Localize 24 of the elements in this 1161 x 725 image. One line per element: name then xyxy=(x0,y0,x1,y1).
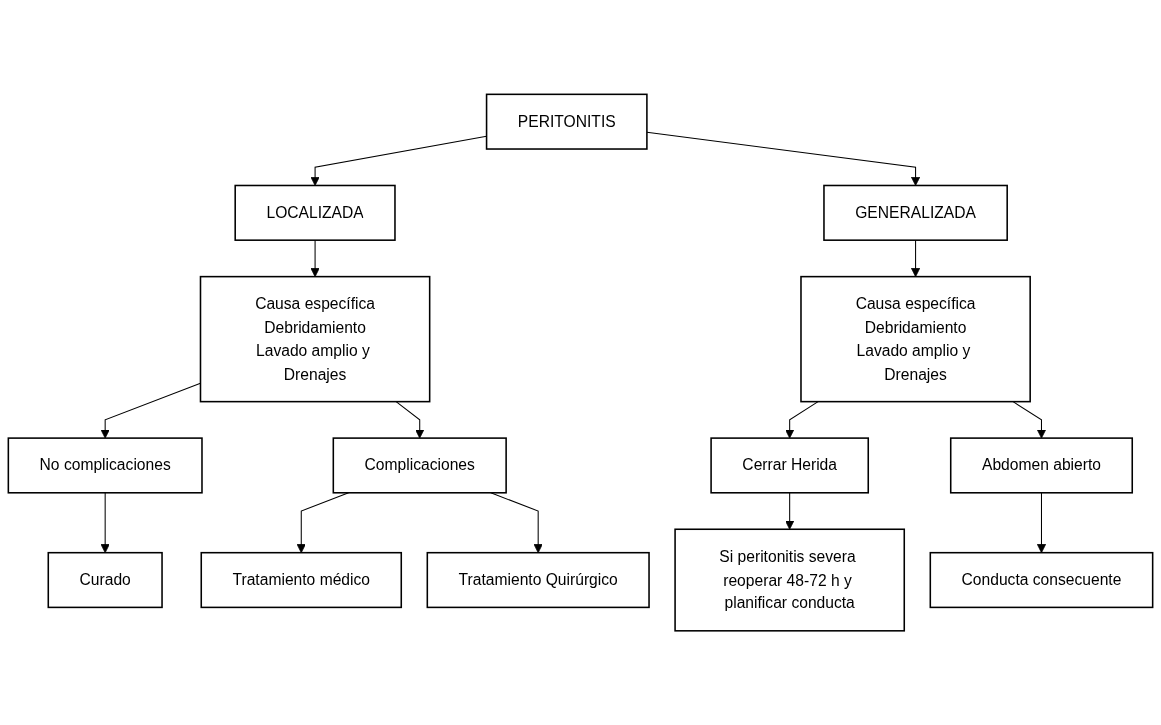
arrow xyxy=(395,401,425,439)
node-box: Si peritonitis severa reoperar 48-72 h y planificar conducta xyxy=(674,528,906,632)
arrow xyxy=(100,492,110,554)
node-box: Cerrar Herida xyxy=(710,437,870,494)
arrow xyxy=(646,131,921,186)
node-box: Tratamiento médico xyxy=(200,551,403,609)
node-box: Curado xyxy=(47,551,163,609)
arrow xyxy=(310,239,320,277)
node-box: LOCALIZADA xyxy=(234,184,396,241)
node-box: GENERALIZADA xyxy=(823,184,1008,241)
arrow xyxy=(911,239,921,277)
arrow xyxy=(1036,492,1047,554)
arrow xyxy=(1012,401,1047,439)
node-box: Causa específica Debridamiento Lavado amplio y Drenajes xyxy=(199,275,431,403)
node-box: Conducta consecuente xyxy=(929,551,1154,609)
node-box: Abdomen abierto xyxy=(949,437,1133,494)
arrow xyxy=(100,382,201,439)
arrow xyxy=(785,492,795,530)
arrow xyxy=(785,401,819,439)
node-box: PERITONITIS xyxy=(485,93,648,150)
node-box: Causa específica Debridamiento Lavado amplio y Drenajes xyxy=(800,275,1031,403)
node-box: No complicaciones xyxy=(7,437,203,494)
node-box: Complicaciones xyxy=(332,437,507,494)
node-box: Tratamiento Quirúrgico xyxy=(426,551,650,609)
